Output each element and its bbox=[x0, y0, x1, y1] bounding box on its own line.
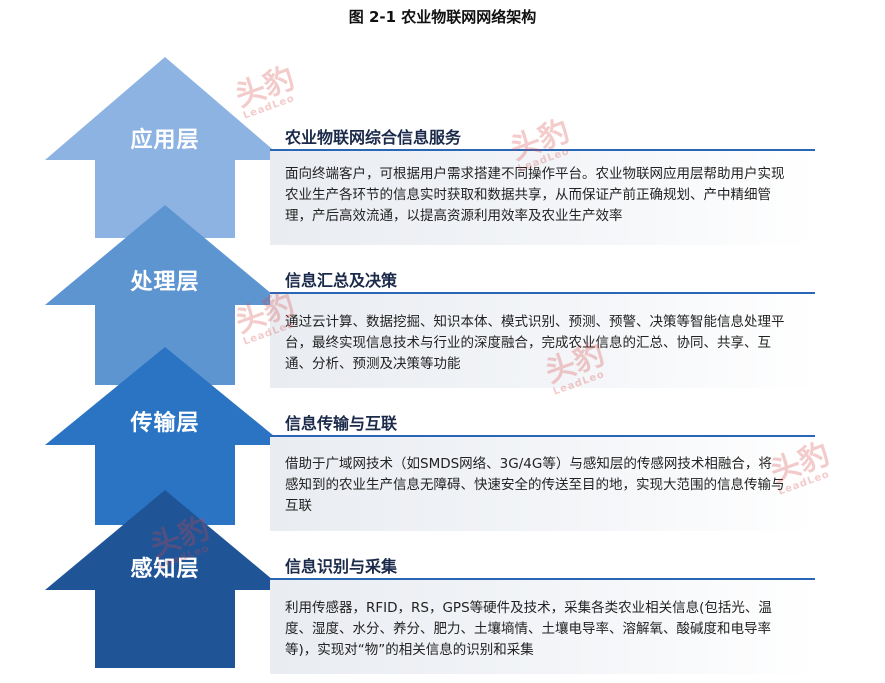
arrow-perception-layer bbox=[45, 490, 285, 668]
section-background-processing bbox=[270, 293, 815, 388]
layer-label-processing: 处理层 bbox=[130, 270, 200, 295]
section-description-transmission: 借助于广域网技术（如SMDS网络、3G/4G等）与感知层的传感网技术相融合，将感… bbox=[285, 456, 785, 514]
section-description-application: 面向终端客户，可根据用户需求搭建不同操作平台。农业物联网应用层帮助用户实现农业生… bbox=[285, 166, 785, 224]
figure-title: 图 2-1 农业物联网网络架构 bbox=[348, 8, 537, 26]
layer-label-transmission: 传输层 bbox=[130, 411, 200, 436]
section-background-perception bbox=[270, 579, 815, 674]
section-divider-processing bbox=[270, 292, 815, 294]
section-description-processing: 通过云计算、数据挖掘、知识本体、模式识别、预测、预警、决策等智能信息处理平台，最… bbox=[285, 314, 785, 372]
section-title-processing: 信息汇总及决策 bbox=[285, 271, 398, 290]
section-divider-application bbox=[270, 149, 815, 151]
arrow-transmission-layer bbox=[45, 347, 285, 525]
section-description-perception: 利用传感器，RFID，RS，GPS等硬件及技术，采集各类农业相关信息(包括光、温… bbox=[285, 600, 772, 658]
section-title-application: 农业物联网综合信息服务 bbox=[285, 128, 462, 147]
section-title-perception: 信息识别与采集 bbox=[285, 557, 398, 576]
section-divider-transmission bbox=[270, 435, 815, 437]
arrow-application-layer bbox=[45, 57, 285, 238]
arrow-processing-layer bbox=[45, 205, 285, 385]
section-title-transmission: 信息传输与互联 bbox=[285, 414, 398, 433]
layer-label-application: 应用层 bbox=[130, 128, 200, 153]
section-divider-perception bbox=[270, 578, 815, 580]
layer-label-perception: 感知层 bbox=[130, 557, 200, 582]
section-background-transmission bbox=[270, 436, 815, 531]
section-background-application bbox=[270, 150, 815, 245]
